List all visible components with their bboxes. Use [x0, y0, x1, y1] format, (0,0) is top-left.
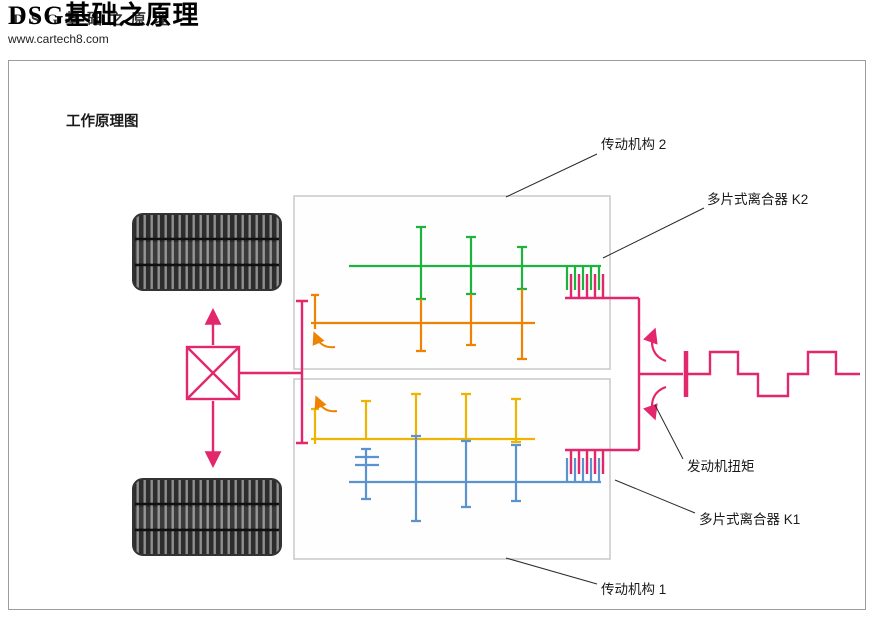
page-title: DSG基础之原理 — [8, 1, 200, 30]
final-drive-linkage — [239, 299, 308, 445]
site-url: www.cartech8.com — [8, 32, 109, 46]
engine-torque-path — [565, 274, 683, 474]
page-title-watermark-overlap: DSG基础之原理 — [13, 12, 175, 28]
dsg-principle-diagram: 工作原理图 传动机构 2 多片式离合器 K2 发动机扭矩 多片式离合器 K1 — [66, 112, 860, 597]
diagram-frame: 工作原理图 传动机构 2 多片式离合器 K2 发动机扭矩 多片式离合器 K1 — [8, 60, 866, 610]
leader-gearbox-2 — [505, 153, 598, 198]
label-gearbox-1: 传动机构 1 — [601, 582, 666, 597]
gearbox-1-outline — [293, 378, 611, 560]
header: DSG基础之原理 DSG基础之原理 www.cartech8.com — [8, 0, 199, 46]
leader-gearbox-1 — [505, 557, 598, 585]
leader-engine-torque — [654, 404, 684, 460]
orange-shaft-gearbox-2 — [311, 289, 535, 361]
wheel-bottom — [131, 477, 283, 557]
leader-clutch-k2 — [602, 207, 705, 259]
blue-shaft-gearbox-1 — [349, 434, 601, 523]
gearbox-2-outline — [293, 195, 611, 370]
page-title-block: DSG基础之原理 DSG基础之原理 — [8, 0, 199, 36]
label-clutch-k1: 多片式离合器 K1 — [699, 511, 800, 527]
output-rotation-arrow-2 — [312, 331, 336, 349]
wheel-top — [131, 212, 283, 292]
diagram-title: 工作原理图 — [66, 112, 139, 130]
label-clutch-k2: 多片式离合器 K2 — [707, 191, 808, 207]
crankshaft — [683, 350, 860, 398]
label-gearbox-2: 传动机构 2 — [601, 137, 666, 152]
torque-arrow-to-k2 — [643, 327, 667, 363]
differential — [185, 307, 241, 469]
torque-arrow-to-k1 — [643, 385, 667, 421]
leader-clutch-k1 — [614, 479, 696, 514]
label-engine-torque: 发动机扭矩 — [687, 459, 755, 474]
crankshaft-profile — [688, 350, 860, 398]
output-rotation-arrow-1 — [314, 395, 338, 413]
